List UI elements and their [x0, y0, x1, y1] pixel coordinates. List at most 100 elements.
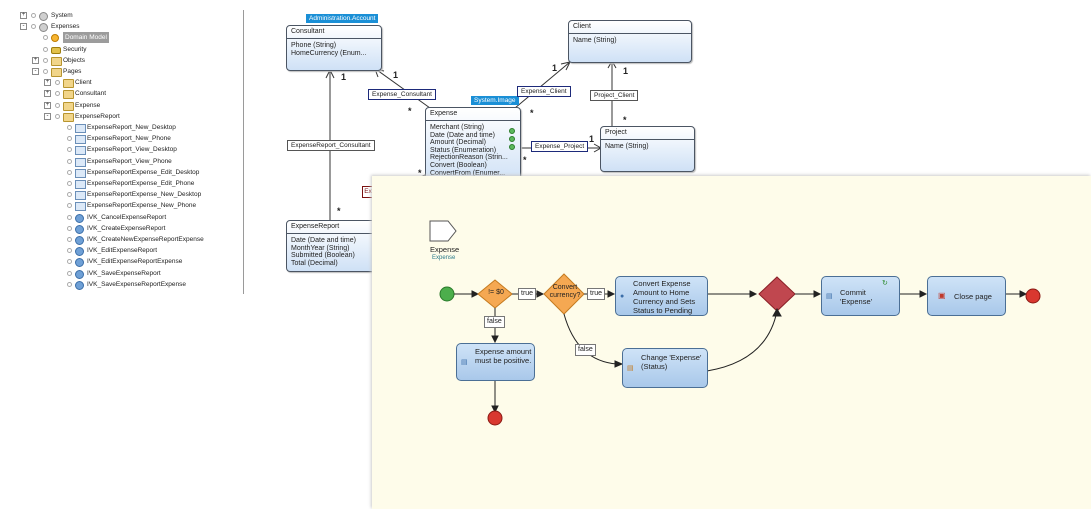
attr-date: Date (Date and time) [430, 131, 495, 139]
tree-item-label: IVK_EditExpenseReportExpense [87, 258, 183, 266]
true-label: true [518, 288, 537, 300]
page-icon [75, 124, 86, 133]
activity-validation-error[interactable]: ▤ Expense amount must be positive. [456, 343, 535, 381]
association-label-expensereport-consultant[interactable]: ExpenseReport_Consultant [287, 140, 375, 151]
multiplicity-one: 1 [589, 134, 595, 144]
consultant-generalization: Administration.Account [306, 14, 379, 23]
tree-item-label: IVK_CreateNewExpenseReportExpense [87, 236, 204, 243]
entity-consultant[interactable]: Consultant Phone (String) HomeCurrency (… [286, 25, 382, 71]
association-line-expense-client [514, 61, 571, 109]
status-dot-icon [67, 248, 72, 254]
status-dot-icon [67, 214, 72, 220]
status-dot-icon [67, 259, 72, 265]
multiplicity-many: * [623, 115, 627, 125]
page-icon [75, 157, 86, 167]
status-dot-icon [67, 136, 72, 142]
tree-item-label: Client [75, 79, 92, 87]
tree-item-label: IVK_CreateExpenseReport [87, 224, 166, 232]
status-dot-icon [67, 125, 72, 130]
expand-toggle-icon[interactable]: + [20, 12, 27, 19]
folder-icon [51, 56, 62, 66]
association-label-expense-project[interactable]: Expense_Project [531, 141, 589, 152]
decision-convert-label: Convert currency? [549, 284, 581, 299]
expand-toggle-icon[interactable]: + [44, 79, 51, 87]
attr-merchant: Merchant (String) [430, 124, 485, 131]
status-dot-icon [67, 203, 72, 209]
multiplicity-one: 1 [623, 66, 629, 76]
activity-convert-expense[interactable]: ● Convert Expense Amount to Home Currenc… [615, 276, 708, 316]
activity-close-page[interactable]: ▣ Close page [927, 276, 1006, 316]
expand-toggle-icon[interactable]: + [44, 101, 51, 109]
microflow-icon [75, 269, 84, 279]
activity-close-label: Close page [954, 292, 992, 301]
expand-toggle-icon[interactable]: + [44, 90, 51, 98]
microflow-icon [75, 236, 84, 245]
entity-expense-attrs: Merchant (String) Date (Date and time) A… [426, 121, 520, 180]
status-dot-icon [43, 46, 48, 52]
attr-total: Total (Decimal) [291, 259, 338, 267]
tree-item-label: Consultant [75, 90, 107, 98]
attr-amount: Amount (Decimal) [430, 139, 487, 147]
status-dot-icon [43, 69, 48, 74]
validation-icon [509, 136, 515, 142]
folder-icon [51, 68, 62, 77]
tree-item-label: ExpenseReport_View_Phone [87, 157, 172, 165]
entity-project-attrs: Name (String) [601, 140, 694, 154]
status-dot-icon [67, 225, 72, 231]
tree-item-label: ExpenseReport_New_Phone [87, 135, 171, 143]
status-dot-icon [55, 113, 60, 119]
association-label-expense-client[interactable]: Expense_Client [517, 86, 571, 97]
end-event [1025, 288, 1041, 304]
tree-item-label: System [51, 12, 73, 19]
page-icon [75, 135, 86, 145]
gear-icon [39, 23, 48, 33]
attr-homecurrency: HomeCurrency (Enum... [291, 49, 367, 57]
microflow-icon [75, 280, 84, 290]
tree-item-label: ExpenseReport [75, 112, 120, 120]
page-icon [75, 146, 86, 156]
parameter-type: Expense [432, 255, 456, 261]
status-dot-icon [55, 80, 60, 86]
end-event-error [487, 410, 503, 426]
collapse-toggle-icon[interactable]: - [20, 23, 27, 31]
activity-change-expense[interactable]: ▤ Change 'Expense' (Status) [622, 348, 708, 388]
entity-expensereport[interactable]: ExpenseReport Date (Date and time) Month… [286, 220, 380, 272]
status-dot-icon [31, 24, 36, 30]
entity-client-attrs: Name (String) [569, 34, 691, 48]
activity-validation-label: Expense amount must be positive. [475, 347, 532, 365]
change-object-icon: ▤ [627, 365, 634, 372]
tree-item-label: Expense [75, 101, 101, 109]
collapse-toggle-icon[interactable]: - [44, 112, 51, 120]
status-dot-icon [67, 192, 72, 198]
microflow-call-icon: ● [620, 293, 625, 300]
activity-commit[interactable]: ▤ ↻ Commit 'Expense' [821, 276, 900, 316]
microflow-canvas[interactable]: Expense Expense != $0 Convert currency? … [372, 176, 1091, 509]
validation-icon [509, 128, 515, 134]
activity-commit-label: Commit 'Expense' [840, 288, 873, 306]
key-icon [51, 46, 61, 54]
status-dot-icon [31, 13, 36, 18]
multiplicity-one: 1 [341, 72, 347, 82]
folder-icon [63, 90, 74, 100]
attr-project-name: Name (String) [605, 143, 649, 150]
activity-change-label: Change 'Expense' (Status) [641, 353, 702, 371]
collapse-toggle-icon[interactable]: - [32, 68, 39, 75]
entity-expense[interactable]: Expense Merchant (String) Date (Date and… [425, 107, 521, 185]
page-icon [75, 168, 86, 178]
association-label-expense-consultant[interactable]: Expense_Consultant [368, 89, 436, 100]
expand-toggle-icon[interactable]: + [32, 56, 39, 64]
expense-generalization: System.Image [471, 96, 519, 105]
status-dot-icon [67, 281, 72, 287]
explorer-divider[interactable] [243, 10, 244, 294]
refresh-icon: ↻ [882, 280, 888, 287]
entity-project[interactable]: Project Name (String) [600, 126, 695, 172]
entity-client[interactable]: Client Name (String) [568, 20, 692, 63]
microflow-icon [75, 247, 84, 257]
multiplicity-one: 1 [393, 70, 399, 80]
multiplicity-many: * [523, 155, 527, 165]
association-label-project-client[interactable]: Project_Client [590, 90, 639, 101]
tree-item-label: Objects [63, 56, 86, 64]
attr-phone: Phone (String) [291, 42, 337, 49]
attr-client-name: Name (String) [573, 37, 617, 44]
page-icon [75, 191, 86, 201]
